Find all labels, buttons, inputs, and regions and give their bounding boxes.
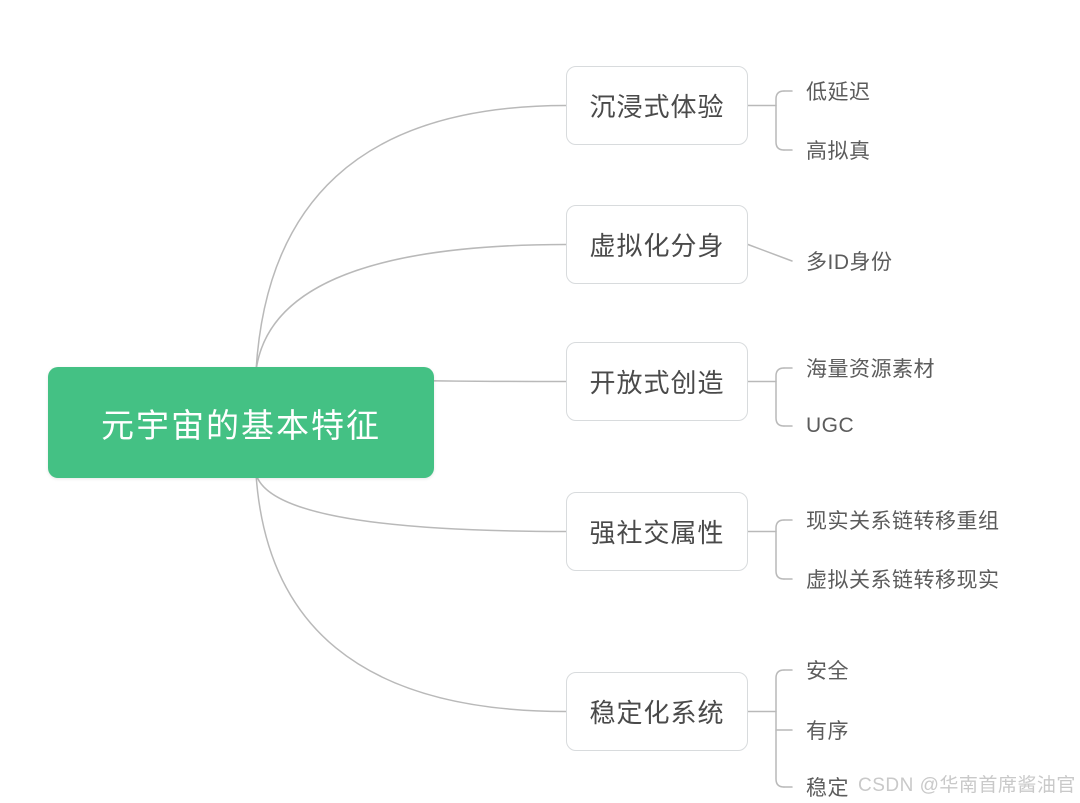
watermark: CSDN @华南首席酱油官 (858, 775, 1076, 796)
leaf-node-2-1[interactable]: 多ID身份 (806, 244, 893, 278)
leaf-node-1-2[interactable]: 高拟真 (806, 133, 871, 167)
leaf-node-3-1[interactable]: 海量资源素材 (806, 351, 935, 385)
link-root-to-branch-1 (255, 104, 567, 372)
root-node-label: 元宇宙的基本特征 (101, 406, 381, 444)
link-root-to-branch-4 (255, 473, 567, 533)
leaf-node-1-1[interactable]: 低延迟 (806, 74, 871, 108)
leaf-node-label: 稳定 (806, 777, 849, 800)
leaf-node-5-2[interactable]: 有序 (806, 713, 849, 747)
leaf-node-label: 安全 (806, 660, 849, 683)
branch-node-label: 稳定化系统 (589, 698, 725, 728)
branch-node-1[interactable]: 沉浸式体验 (566, 66, 748, 145)
branch-node-label: 强社交属性 (589, 518, 725, 548)
root-node[interactable]: 元宇宙的基本特征 (48, 367, 434, 478)
branch-node-5[interactable]: 稳定化系统 (566, 672, 748, 751)
branch-node-label: 虚拟化分身 (589, 231, 725, 261)
leaf-node-label: 现实关系链转移重组 (806, 510, 1000, 533)
leaf-node-3-2[interactable]: UGC (806, 409, 854, 443)
branch-node-2[interactable]: 虚拟化分身 (566, 205, 748, 284)
link-branch-4-spine (775, 519, 785, 580)
link-root-to-branch-5 (255, 473, 567, 713)
link-branch-1-spine (775, 90, 785, 151)
branch-node-4[interactable]: 强社交属性 (566, 492, 748, 571)
leaf-node-5-1[interactable]: 安全 (806, 653, 849, 687)
leaf-node-label: 低延迟 (806, 81, 871, 104)
leaf-node-label: 海量资源素材 (806, 358, 935, 381)
leaf-node-label: 虚拟关系链转移现实 (806, 569, 1000, 592)
branch-node-3[interactable]: 开放式创造 (566, 342, 748, 421)
leaf-node-4-2[interactable]: 虚拟关系链转移现实 (806, 562, 1000, 596)
leaf-node-label: 多ID身份 (806, 251, 893, 274)
link-branch-2-leaf-1 (747, 243, 793, 262)
leaf-node-4-1[interactable]: 现实关系链转移重组 (806, 503, 1000, 537)
branch-node-label: 沉浸式体验 (589, 92, 725, 122)
leaf-node-label: 高拟真 (806, 140, 871, 163)
link-branch-5-spine (775, 669, 785, 788)
leaf-node-label: 有序 (806, 720, 849, 743)
branch-node-label: 开放式创造 (589, 368, 725, 398)
link-root-to-branch-2 (255, 243, 567, 372)
leaf-node-label: UGC (806, 414, 855, 437)
leaf-node-5-3[interactable]: 稳定 (806, 770, 849, 803)
link-branch-3-spine (775, 367, 785, 427)
